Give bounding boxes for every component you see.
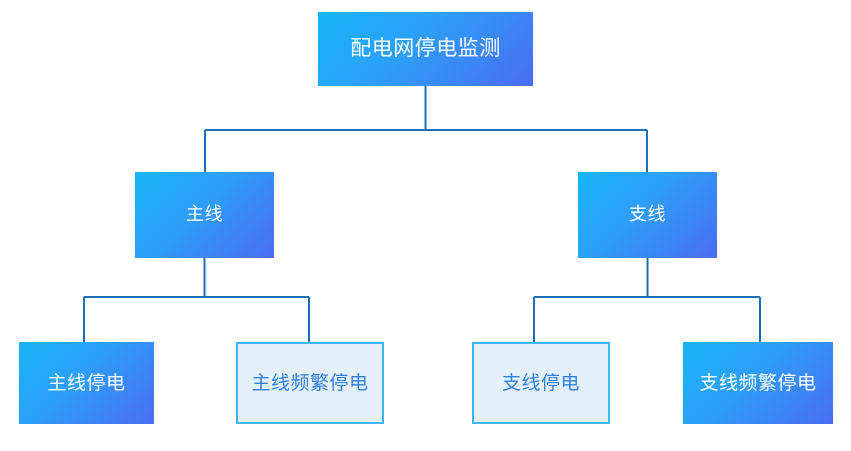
node-main-line-outage[interactable]: 主线停电 <box>19 342 154 424</box>
node-branch-line[interactable]: 支线 <box>578 172 717 258</box>
node-root-distribution-network-outage-monitoring[interactable]: 配电网停电监测 <box>318 12 533 86</box>
node-branch-line-frequent-outage[interactable]: 支线频繁停电 <box>683 342 833 424</box>
node-branch-line-outage[interactable]: 支线停电 <box>472 342 610 424</box>
node-main-line[interactable]: 主线 <box>135 172 274 258</box>
node-main-line-frequent-outage[interactable]: 主线频繁停电 <box>236 342 384 424</box>
